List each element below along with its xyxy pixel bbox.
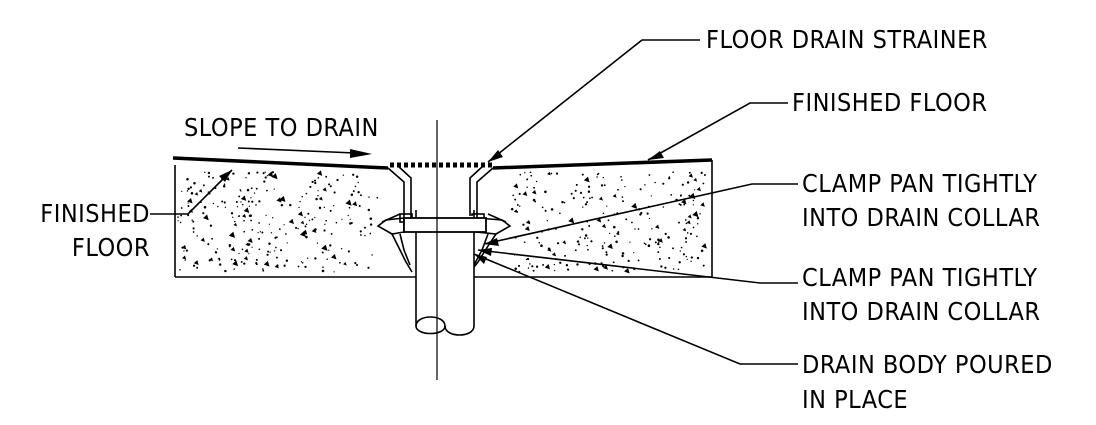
label-floor-drain-strainer: FLOOR DRAIN STRAINER (706, 25, 988, 54)
label-slope-to-drain: SLOPE TO DRAIN (184, 113, 379, 142)
label-finished-floor-left-line1: FINISHED (40, 199, 150, 228)
label-clamp-pan-b-line2: INTO DRAIN COLLAR (802, 297, 1040, 326)
concrete-slab (174, 160, 713, 278)
label-clamp-pan-b-line1: CLAMP PAN TIGHTLY (802, 263, 1038, 292)
drain-pipe (403, 210, 487, 336)
label-drain-body-line1: DRAIN BODY POURED (802, 350, 1053, 379)
label-clamp-pan-a-line2: INTO DRAIN COLLAR (802, 203, 1040, 232)
label-finished-floor-left-line2: FLOOR (72, 233, 150, 262)
drain-bowl (387, 165, 494, 218)
slope-arrow (237, 147, 372, 158)
leader-lines (150, 39, 798, 365)
concrete-aggregate (177, 170, 707, 274)
annotations: FLOOR DRAIN STRAINER FINISHED FLOOR SLOP… (40, 25, 1053, 414)
label-finished-floor-right: FINISHED FLOOR (792, 88, 988, 117)
finished-floor-surface (172, 156, 713, 170)
label-clamp-pan-a-line1: CLAMP PAN TIGHTLY (802, 169, 1038, 198)
label-drain-body-line2: IN PLACE (802, 385, 908, 414)
